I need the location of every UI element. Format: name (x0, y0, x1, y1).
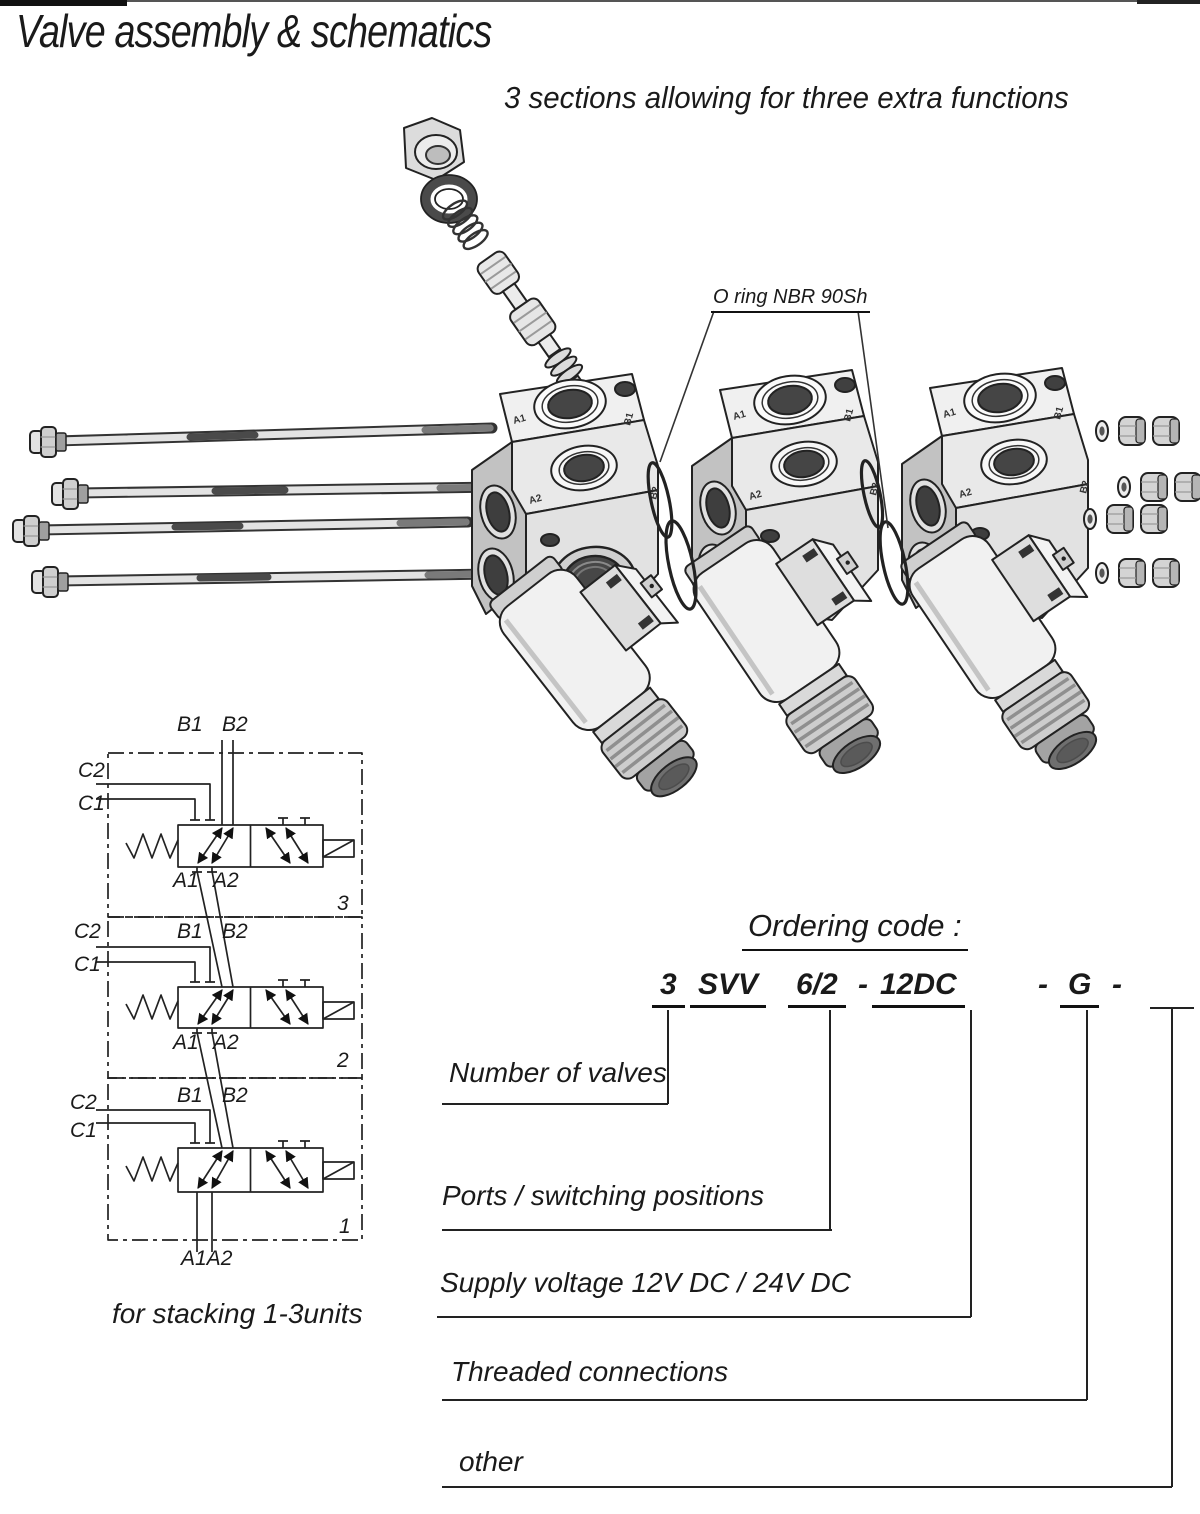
code-dash-3: - (1112, 968, 1122, 1001)
code-token-series: SVV (690, 968, 767, 1008)
port-label-b2: B2 (222, 1084, 248, 1107)
tie-rod-4 (31, 566, 498, 598)
callout-supply-voltage: Supply voltage 12V DC / 24V DC (440, 1267, 851, 1298)
callout-ports-switching: Ports / switching positions (442, 1180, 765, 1211)
code-dash-2: - (1038, 968, 1048, 1001)
code-token-count: 3 (652, 968, 685, 1008)
port-label-c1: C1 (70, 1119, 97, 1142)
page-title: Valve assembly & schematics (16, 5, 492, 57)
o-ring-1a (646, 461, 674, 539)
stacking-caption: for stacking 1-3units (112, 1298, 363, 1329)
ordering-code-title: Ordering code : (742, 908, 968, 951)
unit-number-1: 1 (339, 1215, 351, 1238)
tie-rods (12, 422, 506, 598)
port-label-b1: B1 (177, 920, 203, 943)
port-label-c2: C2 (70, 1091, 97, 1114)
callout-number-of-valves: Number of valves (449, 1057, 667, 1088)
nut-cluster-1 (1095, 416, 1180, 446)
port-label-c1: C1 (74, 953, 101, 976)
nut-cluster-4 (1095, 558, 1180, 588)
port-label-a2: A2 (213, 869, 239, 892)
port-label-c2: C2 (74, 920, 101, 943)
valve-symbol-unit-3 (96, 740, 355, 988)
port-label-c2: C2 (78, 759, 105, 782)
end-plug-assembly (403, 117, 597, 409)
oring-leader-lines (659, 310, 889, 529)
nut-cluster-3 (1083, 504, 1168, 534)
port-label-b2: B2 (222, 920, 248, 943)
tie-rod-1 (29, 422, 498, 458)
o-ring-2b (878, 520, 910, 606)
code-dash-1: - (858, 968, 868, 1001)
port-label-a1: A1 (173, 869, 199, 892)
return-spring (441, 199, 489, 251)
port-label-c1: C1 (78, 792, 105, 815)
code-token-voltage: 12DC (872, 968, 965, 1008)
hex-plug (403, 117, 465, 181)
unit-1-boundary (107, 1077, 363, 1241)
port-label-b2: B2 (222, 713, 248, 736)
port-label-a1a2: A1A2 (181, 1247, 233, 1270)
unit-number-3: 3 (337, 892, 349, 915)
hydraulic-schematic (96, 740, 363, 1252)
tie-rod-3 (12, 515, 474, 547)
port-label-a1: A1 (173, 1031, 199, 1054)
port-label-b1: B1 (177, 1084, 203, 1107)
tie-rod-2 (51, 478, 506, 510)
oring-callout-label: O ring NBR 90Sh (711, 286, 870, 313)
nut-cluster-2 (1117, 472, 1200, 502)
unit-number-2: 2 (337, 1049, 349, 1072)
callout-other: other (459, 1446, 523, 1477)
scan-border-strips (0, 0, 1200, 6)
code-token-thread: G (1060, 968, 1100, 1008)
o-ring-1b (664, 519, 698, 611)
port-label-a2: A2 (213, 1031, 239, 1054)
port-label-b1: B1 (177, 713, 203, 736)
section-o-rings (646, 459, 910, 611)
callout-threaded-connections: Threaded connections (451, 1356, 729, 1387)
ordering-code-lines (437, 1007, 1194, 1488)
code-token-ports: 6/2 (788, 968, 846, 1008)
valve-symbol-unit-1 (96, 1109, 355, 1252)
o-ring-2a (859, 459, 885, 529)
page-subtitle: 3 sections allowing for three extra func… (504, 80, 1069, 115)
valve-symbol-unit-2 (96, 946, 355, 1149)
